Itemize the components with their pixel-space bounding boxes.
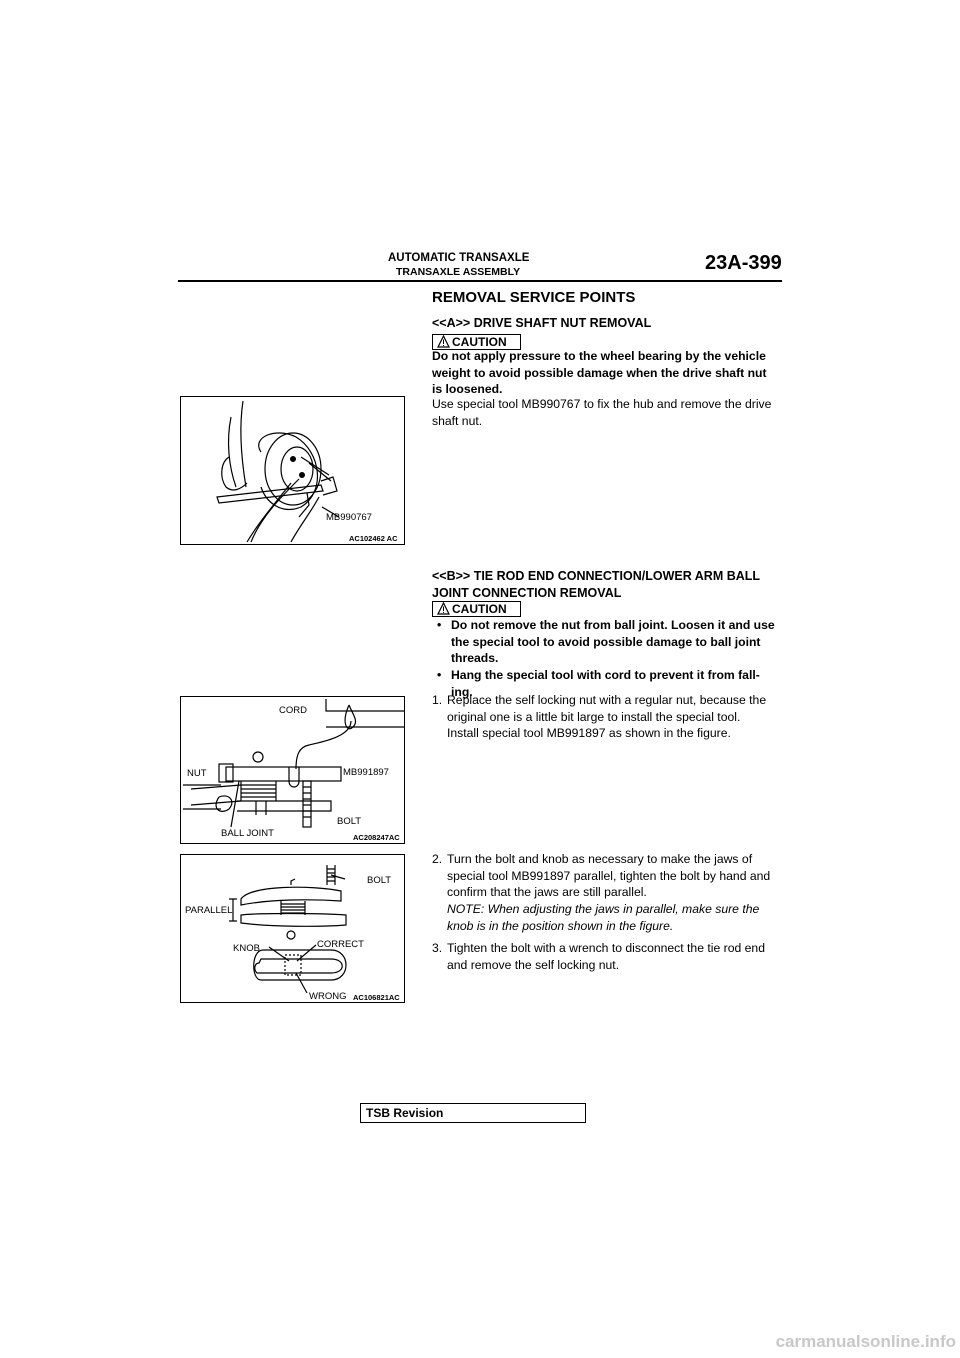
text-line: Install special tool MB991897 as shown i…: [447, 726, 731, 740]
text-line: Turn the bolt and knob as necessary to m…: [447, 852, 753, 866]
drive-shaft-illustration: [216, 400, 340, 543]
figure-label-knob: KNOB: [233, 943, 260, 954]
step-3: 3. Tighten the bolt with a wrench to dis…: [432, 940, 782, 973]
step-2: 2. Turn the bolt and knob as necessary t…: [432, 851, 782, 901]
caution-bullet-2: • Hang the special tool with cord to pre…: [437, 667, 782, 700]
jaw-adjustment-illustration: [229, 865, 347, 994]
page-number: 23A-399: [705, 252, 782, 274]
step-number: 2.: [432, 852, 443, 866]
caution-bullet-1: • Do not remove the nut from ball joint.…: [437, 617, 782, 667]
site-watermark: carmanualsonline.info: [775, 1332, 956, 1351]
figure-jaw-parallel-adjustment: BOLT PARALLEL KNOB CORRECT WRONG AC10682…: [180, 854, 405, 1003]
figure-id: AC106821AC: [353, 993, 400, 1002]
header-rule: [178, 280, 782, 282]
figure-label-correct: CORRECT: [317, 939, 364, 950]
text-line: confirm that the jaws are still parallel…: [447, 885, 647, 899]
figure-label-parallel: PARALLEL: [185, 905, 233, 916]
figure-label-ball-joint: BALL JOINT: [221, 828, 274, 839]
figure-special-tool-installation: CORD NUT MB991897 BOLT BALL JOINT AC2082…: [180, 696, 405, 844]
text-line: shaft nut.: [432, 413, 483, 428]
step-number: 1.: [432, 693, 443, 707]
figure-label-tool: MB990767: [326, 512, 372, 523]
text-line: threads.: [451, 651, 499, 665]
step-number: 3.: [432, 941, 443, 955]
text-line: Hang the special tool with cord to preve…: [451, 668, 760, 682]
bullet-dot-icon: •: [437, 618, 442, 632]
figure-label-wrong: WRONG: [309, 991, 347, 1002]
figure-label-cord: CORD: [279, 705, 307, 716]
step-1: 1. Replace the self locking nut with a r…: [432, 692, 782, 742]
text-line: ing.: [451, 684, 473, 699]
text-line: Do not apply pressure to the wheel beari…: [432, 349, 766, 363]
text-line: original one is a little bit large to in…: [447, 709, 741, 724]
text-line: JOINT CONNECTION REMOVAL: [432, 586, 622, 600]
section-b-heading: <<B>> TIE ROD END CONNECTION/LOWER ARM B…: [432, 568, 782, 602]
text-line: is loosened.: [432, 382, 503, 396]
bullet-dot-icon: •: [437, 668, 442, 682]
caution-text-a: Do not apply pressure to the wheel beari…: [432, 348, 782, 398]
header-section-title: AUTOMATIC TRANSAXLE: [388, 252, 530, 264]
tsb-revision-box: TSB Revision: [360, 1103, 586, 1123]
text-line: Replace the self locking nut with a regu…: [447, 693, 767, 707]
section-a-heading: <<A>> DRIVE SHAFT NUT REMOVAL: [432, 316, 652, 330]
figure-label-bolt: BOLT: [337, 816, 362, 827]
warning-triangle-icon: [437, 602, 450, 615]
text-line: Use special tool MB990767 to fix the hub…: [432, 397, 772, 411]
caution-label: CAUTION: [452, 335, 507, 349]
figure-label-nut: NUT: [187, 768, 207, 779]
ball-joint-tool-illustration: [183, 699, 405, 828]
text-line: knob is in the position shown in the fig…: [447, 918, 674, 933]
caution-box-b: CAUTION: [432, 601, 521, 617]
text-line: NOTE: When adjusting the jaws in paralle…: [447, 902, 760, 916]
body-text-a: Use special tool MB990767 to fix the hub…: [432, 396, 782, 429]
text-line: the special tool to avoid possible damag…: [451, 634, 761, 649]
caution-box-a: CAUTION: [432, 334, 521, 350]
page-title: REMOVAL SERVICE POINTS: [432, 289, 636, 306]
text-line: weight to avoid possible damage when the…: [432, 365, 767, 380]
figure-drive-shaft-nut-removal: MB990767 AC102462 AC: [180, 396, 405, 545]
text-line: <<B>> TIE ROD END CONNECTION/LOWER ARM B…: [432, 569, 761, 583]
figure-label-bolt: BOLT: [367, 875, 392, 886]
text-line: Tighten the bolt with a wrench to discon…: [447, 941, 765, 955]
note-text: NOTE: When adjusting the jaws in paralle…: [432, 901, 782, 934]
warning-triangle-icon: [437, 335, 450, 348]
header-subsection-title: TRANSAXLE ASSEMBLY: [396, 266, 521, 278]
figure-id: AC208247AC: [353, 833, 400, 842]
figure-label-tool: MB991897: [343, 767, 389, 778]
figure-id: AC102462 AC: [349, 534, 398, 543]
text-line: special tool MB991897 parallel, tighten …: [447, 868, 771, 883]
text-line: Do not remove the nut from ball joint. L…: [451, 618, 775, 632]
caution-label: CAUTION: [452, 602, 507, 616]
text-line: and remove the self locking nut.: [447, 957, 620, 972]
